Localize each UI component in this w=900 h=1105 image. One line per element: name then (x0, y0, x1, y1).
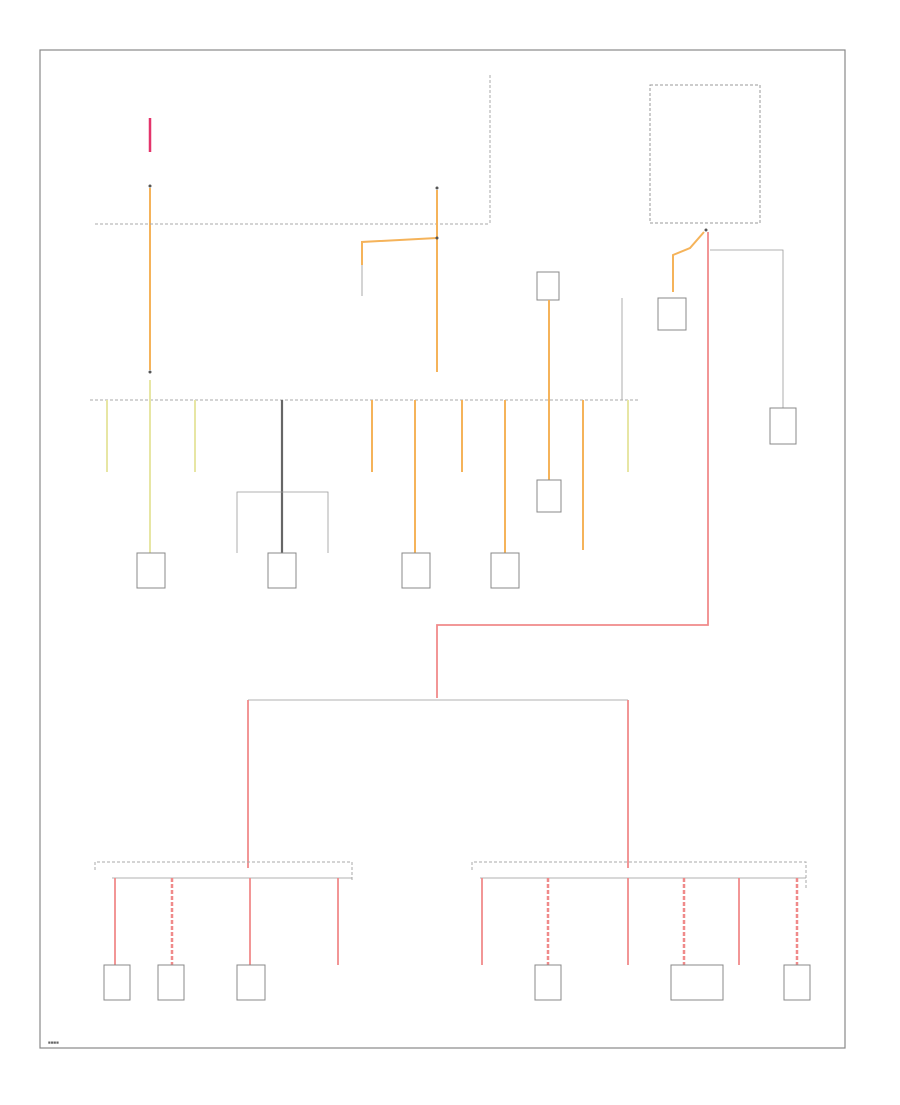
lr-component-1 (534, 964, 562, 1001)
lr-component-3 (783, 964, 811, 1001)
left-fuse-node (148, 184, 152, 188)
center-branch-node (435, 236, 439, 240)
left-fuse-group (148, 118, 152, 374)
lower-left-splice (94, 861, 353, 1001)
far-right-component (769, 407, 797, 445)
right-red-trunk (436, 232, 709, 698)
injector-1-component (136, 552, 166, 589)
oxygen-sensor-component (536, 479, 562, 513)
lower-right-dash-outline (471, 861, 807, 888)
lower-left-dash-outline (94, 861, 353, 880)
lower-right-splice (471, 861, 811, 1001)
center-fuse-node (435, 186, 439, 190)
right-orange-wire (672, 231, 705, 292)
left-splice-node (148, 370, 152, 374)
solenoid-component (401, 552, 431, 589)
injector-split-wire (236, 491, 329, 530)
lr-component-2 (670, 964, 724, 1001)
bottom-left-label: ■■■■ (48, 1040, 59, 1045)
relay-block-box (649, 84, 761, 224)
injector-2-component (267, 552, 297, 589)
diagram-frame (39, 49, 846, 1049)
ll-component-3 (236, 964, 266, 1001)
right-grey-wire (710, 249, 784, 410)
ll-component-2 (157, 964, 185, 1001)
right-fuse-group (436, 228, 797, 698)
center-right-upper-component (536, 271, 560, 301)
center-fuse-group (361, 186, 439, 372)
ll-component-1 (103, 964, 131, 1001)
bus-components (136, 479, 562, 589)
sensor-component (490, 552, 520, 589)
bus-branches (106, 300, 629, 553)
right-fuse-node (704, 228, 708, 232)
right-sensor-component (657, 297, 687, 331)
center-branch-wire (361, 237, 438, 265)
